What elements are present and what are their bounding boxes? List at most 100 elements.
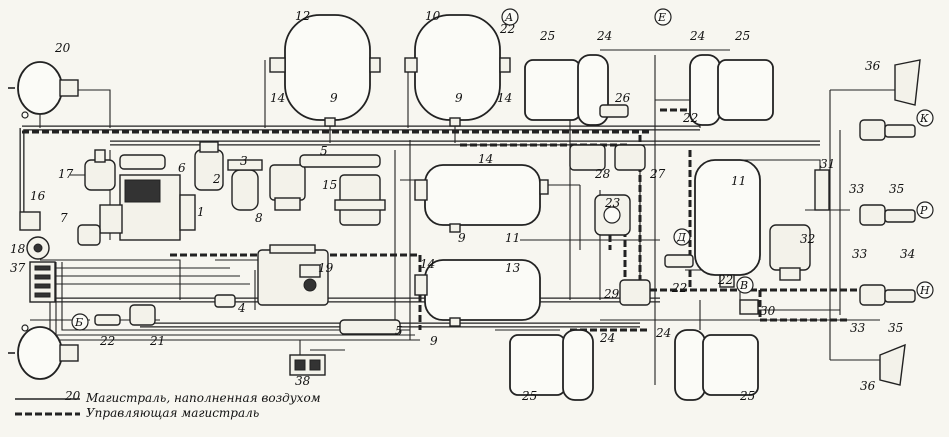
- brake-chamber-20-top: [8, 61, 79, 119]
- legend-air-line: Магистраль, наполненная воздухом: [86, 391, 321, 405]
- filter-8: [227, 159, 263, 211]
- spring-chamber-25-top-left: [524, 54, 609, 126]
- callout-36-top: 36: [865, 59, 881, 73]
- callout-35-a: 35: [889, 182, 904, 196]
- callout-25-br: 25: [739, 389, 755, 403]
- callout-16: 16: [30, 189, 46, 203]
- callout-10: 10: [425, 9, 441, 23]
- spring-chamber-25-bottom-right: [674, 329, 759, 401]
- callout-33-a: 33: [849, 182, 865, 196]
- brake-chamber-20-bottom: [8, 324, 79, 380]
- callout-36-bottom: 36: [860, 379, 876, 393]
- callout-14-b: 14: [497, 91, 512, 105]
- callout-22-b: 22: [682, 111, 698, 125]
- callout-24-br: 24: [655, 326, 671, 340]
- air-lines: [19, 125, 820, 328]
- spring-chamber-25-top-right: [689, 54, 774, 126]
- callout-5-bottom: 5: [395, 324, 403, 338]
- callout-15: 15: [322, 178, 337, 192]
- lamps-36: [879, 59, 921, 386]
- callout-30: 30: [760, 304, 776, 318]
- callout-38: 38: [295, 374, 311, 388]
- callout-9-b: 9: [455, 91, 463, 105]
- part-37: [29, 261, 56, 303]
- callout-33-c: 33: [850, 321, 866, 335]
- callout-26: 26: [614, 91, 631, 105]
- valve-27: [614, 144, 646, 171]
- callout-4: 4: [237, 301, 246, 315]
- callout-24-tl: 24: [596, 29, 612, 43]
- brake-valve-19: [257, 244, 329, 306]
- letter-b: Б: [74, 316, 83, 329]
- valve-23: [594, 194, 631, 236]
- callout-20-top: 20: [54, 41, 71, 55]
- callout-25-tl: 25: [539, 29, 555, 43]
- callout-22-c: 22: [671, 281, 687, 295]
- letter-d: Д: [676, 231, 687, 244]
- part-7: [77, 224, 101, 246]
- letter-e: Е: [657, 11, 666, 24]
- callout-24-tr: 24: [689, 29, 705, 43]
- callout-35-c: 35: [888, 321, 903, 335]
- legend-control-line: Управляющая магистраль: [86, 406, 260, 420]
- letter-n: Н: [919, 284, 930, 297]
- callout-9-a: 9: [330, 91, 338, 105]
- callout-29: 29: [603, 287, 620, 301]
- part-30: [739, 299, 759, 315]
- callout-7: 7: [60, 211, 68, 225]
- callout-5-top: 5: [320, 144, 328, 158]
- callout-11-left: 11: [505, 231, 520, 245]
- part-6: [119, 154, 166, 170]
- part-21: [129, 304, 156, 326]
- callout-11-right: 11: [731, 174, 746, 188]
- part-5-bottom: [339, 319, 401, 335]
- receiver-13: [414, 259, 541, 327]
- valve-32: [769, 224, 811, 281]
- letter-labels: А Е Б Д В К Р Н: [71, 8, 934, 331]
- callout-9-c: 9: [458, 231, 466, 245]
- callout-3: 3: [240, 154, 248, 168]
- callout-8: 8: [255, 211, 263, 225]
- compressor-1: [99, 174, 196, 241]
- couplings-33-35: [859, 119, 916, 306]
- legend-lines: [15, 398, 80, 416]
- part-18: [26, 236, 50, 260]
- antifreeze-3: [269, 164, 306, 211]
- part-29: [619, 279, 651, 306]
- callout-27: 27: [649, 167, 666, 181]
- part-22-mid: [664, 254, 694, 268]
- callout-numbers: 20 12 10 22 25 24 24 25 36 14 9 9 14 26 …: [10, 9, 915, 403]
- callout-12: 12: [295, 9, 310, 23]
- part-38: [289, 354, 326, 376]
- part-5: [299, 154, 381, 168]
- part-31: [814, 169, 830, 211]
- callout-22-left: 22: [99, 334, 115, 348]
- callout-21: 21: [149, 334, 165, 348]
- receiver-12: [269, 14, 381, 127]
- receiver-11-right: [694, 159, 761, 288]
- callout-1: 1: [197, 205, 205, 219]
- callout-37: 37: [10, 261, 26, 275]
- letter-r: Р: [919, 204, 928, 217]
- callout-23: 23: [604, 196, 621, 210]
- callout-33-b: 33: [852, 247, 868, 261]
- callout-6: 6: [178, 161, 186, 175]
- letter-v: В: [739, 279, 748, 292]
- letter-k: К: [919, 112, 929, 125]
- callout-17: 17: [58, 167, 74, 181]
- callout-28: 28: [594, 167, 611, 181]
- callout-2: 2: [212, 172, 221, 186]
- part-26: [599, 104, 629, 118]
- callout-13: 13: [505, 261, 521, 275]
- callout-18: 18: [10, 242, 26, 256]
- spring-chamber-25-bottom-left: [509, 329, 594, 401]
- part-22-left: [94, 314, 121, 326]
- part-4: [214, 294, 236, 308]
- valve-15: [334, 174, 386, 226]
- callout-22-d: 22: [717, 273, 733, 287]
- valve-28: [569, 144, 606, 171]
- callout-34: 34: [900, 247, 915, 261]
- receiver-10: [404, 14, 511, 127]
